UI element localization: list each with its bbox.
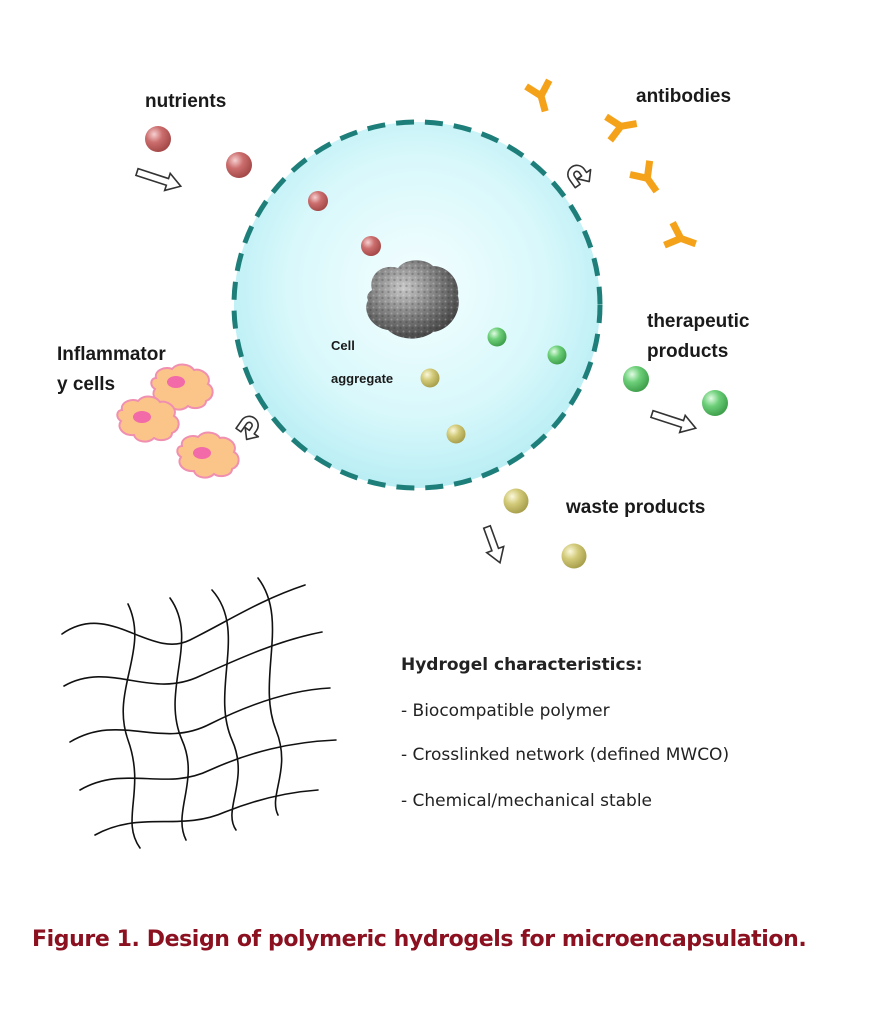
waste-particle xyxy=(420,368,440,388)
therapeutic-particle xyxy=(547,345,567,365)
antibody-icon xyxy=(524,78,553,113)
cell-aggregate-label-line1: Cell xyxy=(331,338,355,353)
characteristics-title: Hydrogel characteristics: xyxy=(401,655,643,675)
inflammatory-cells-label: Inflammator y cells xyxy=(57,342,166,398)
waste-particle xyxy=(446,424,466,444)
inflammatory-label-line1: Inflammator xyxy=(57,344,166,365)
nutrient-particle xyxy=(361,236,381,256)
therapeutic-products-label: therapeutic products xyxy=(647,309,749,365)
blocked-arrow-icon xyxy=(235,415,260,441)
blocked-arrow-icon xyxy=(567,164,592,189)
nutrients-label: nutrients xyxy=(145,91,227,112)
waste-products-label: waste products xyxy=(566,497,706,518)
outflow-arrow-icon xyxy=(482,524,505,565)
cell-aggregate-icon xyxy=(366,260,459,339)
polymer-network-icon xyxy=(61,577,337,849)
antibody-icon xyxy=(604,113,638,143)
nutrient-particle xyxy=(308,191,328,211)
antibody-icon xyxy=(663,221,697,249)
nutrient-particles xyxy=(145,126,381,256)
outflow-arrow-icon xyxy=(649,409,698,434)
inflammatory-cells xyxy=(116,363,240,479)
nutrient-particle xyxy=(145,126,171,152)
inflammatory-cell-icon xyxy=(150,363,214,411)
inflow-arrow-icon xyxy=(134,167,183,192)
antibodies-label: antibodies xyxy=(636,86,732,107)
therapeutic-label-line2: products xyxy=(647,341,729,362)
therapeutic-particle xyxy=(487,327,507,347)
therapeutic-particle xyxy=(623,366,649,392)
waste-particle xyxy=(561,543,587,569)
antibody-icon xyxy=(629,160,660,194)
antibodies-group xyxy=(524,78,697,249)
inflammatory-cell-icon xyxy=(116,395,180,443)
figure-caption: Figure 1. Design of polymeric hydrogels … xyxy=(32,927,807,952)
characteristic-item: - Biocompatible polymer xyxy=(401,701,610,721)
therapeutic-particle xyxy=(702,390,728,416)
therapeutic-particles xyxy=(487,327,728,416)
therapeutic-label-line1: therapeutic xyxy=(647,311,750,332)
nutrient-particle xyxy=(226,152,252,178)
characteristic-item: - Chemical/mechanical stable xyxy=(401,791,652,811)
waste-particles xyxy=(420,368,587,569)
waste-particle xyxy=(503,488,529,514)
inflammatory-label-line2: y cells xyxy=(57,374,116,395)
characteristic-item: - Crosslinked network (defined MWCO) xyxy=(401,745,730,765)
cell-aggregate-label-line2: aggregate xyxy=(331,371,394,386)
inflammatory-cell-icon xyxy=(176,431,240,479)
